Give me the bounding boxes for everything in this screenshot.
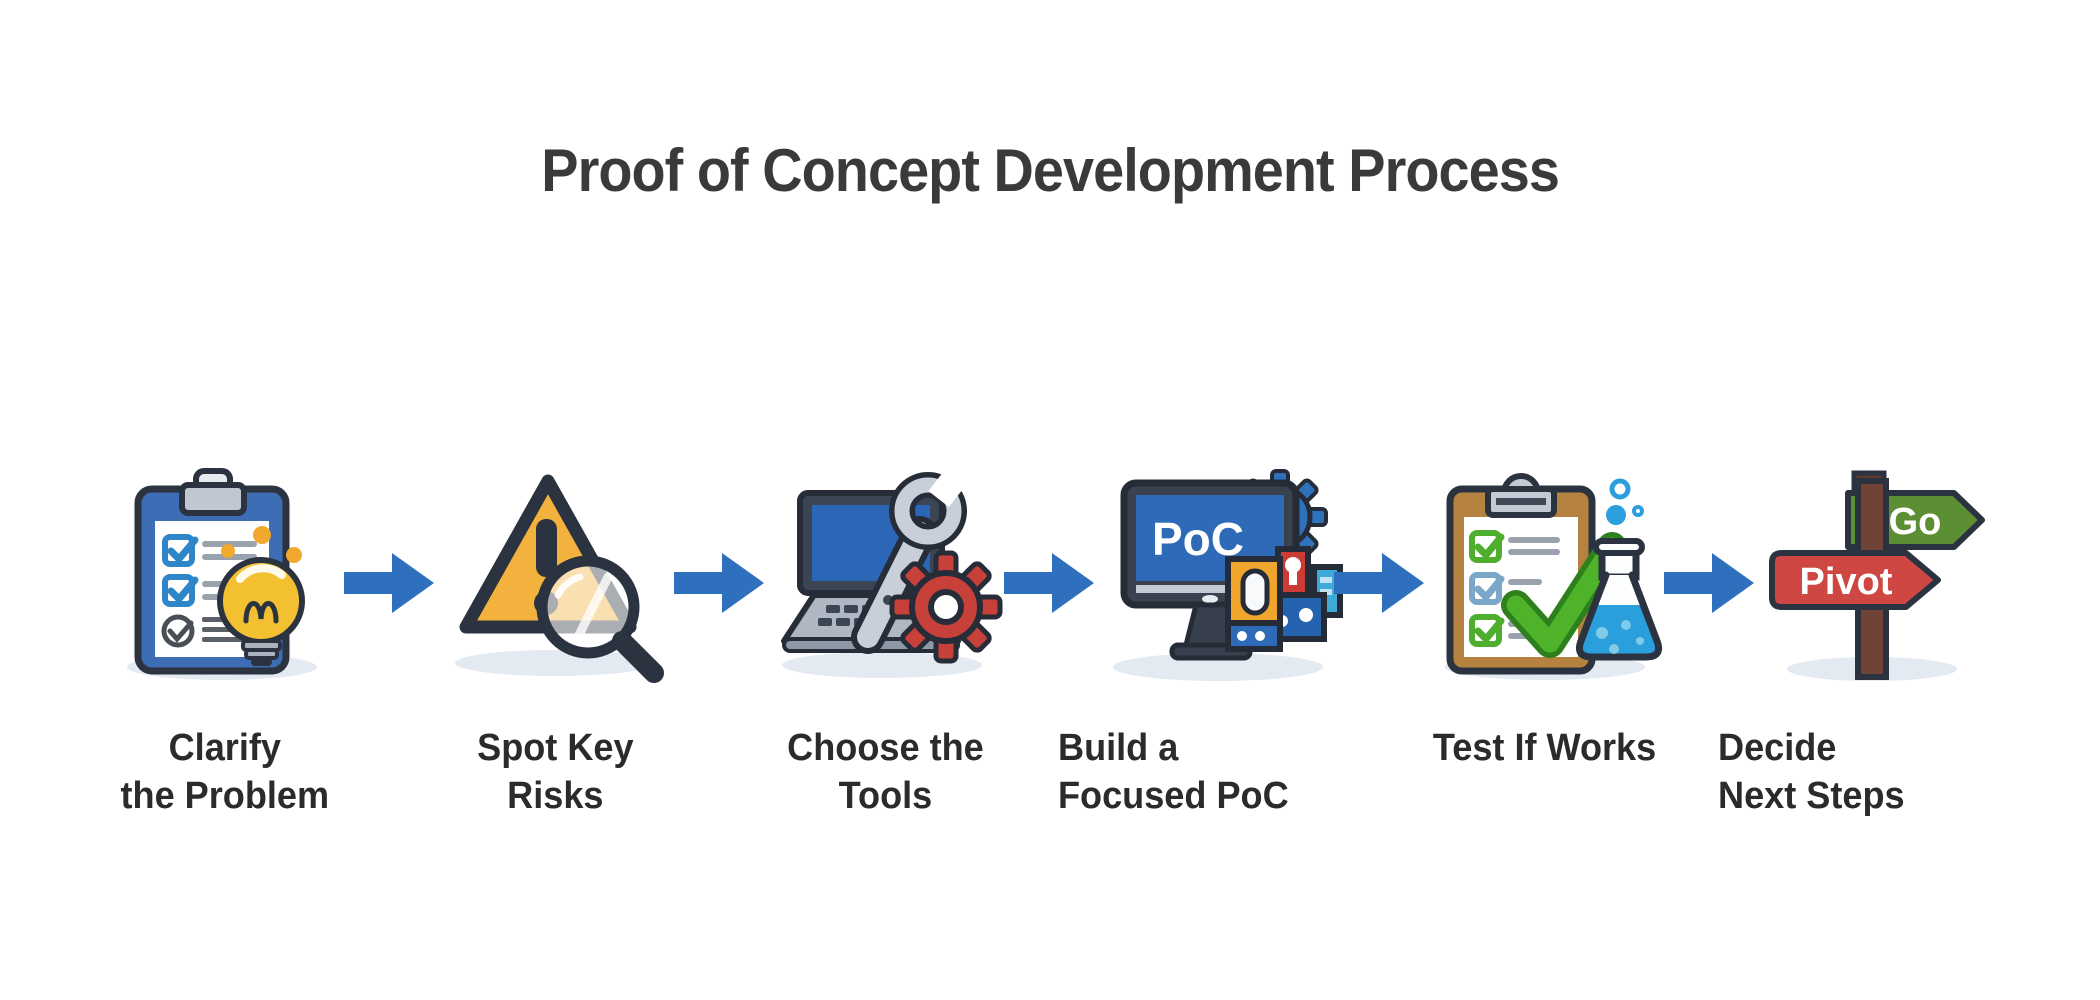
signpost-pivot-go-icon: Go Pivot [1760,455,1990,685]
laptop-wrench-gear-icon [770,455,1003,685]
flow-arrow-icon [1330,551,1430,615]
checklist-flask-checkmark-icon [1430,455,1663,685]
flow-arrow-icon [1000,551,1100,615]
process-flow: Clarify the Problem Spot Key Risks [110,455,1990,821]
pivot-sign-text: Pivot [1800,561,1893,603]
step-label-choose-the-tools: Choose the Tools [786,727,984,817]
step-build-a-focused-poc: PoC Build a Focused PoC [1058,455,1343,821]
clipboard-checklist-lightbulb-icon [110,455,340,685]
step-label-build-a-focused-poc: Build a Focused PoC [1058,727,1289,817]
flow-arrow-icon [670,551,770,615]
go-sign-text: Go [1889,501,1942,543]
step-decide-next-steps: Go Pivot Decide Next Steps [1718,455,1990,821]
flow-arrow-icon [340,551,440,615]
step-label-clarify-the-problem: Clarify the Problem [120,727,330,817]
monitor-poc-gear-blocks-icon: PoC [1100,455,1343,685]
page-title-text: Proof of Concept Development Process [541,137,1560,204]
step-choose-the-tools: Choose the Tools [770,455,1003,821]
flow-arrow-icon [1660,551,1760,615]
step-test-if-works: Test If Works [1430,455,1663,773]
step-label-spot-key-risks: Spot Key Risks [476,727,634,817]
page-title: Proof of Concept Development Process [0,136,2100,205]
step-label-test-if-works: Test If Works [1433,727,1657,769]
warning-triangle-magnifier-icon [440,455,670,685]
step-clarify-the-problem: Clarify the Problem [110,455,340,821]
step-label-decide-next-steps: Decide Next Steps [1718,727,1905,817]
step-spot-key-risks: Spot Key Risks [440,455,670,821]
